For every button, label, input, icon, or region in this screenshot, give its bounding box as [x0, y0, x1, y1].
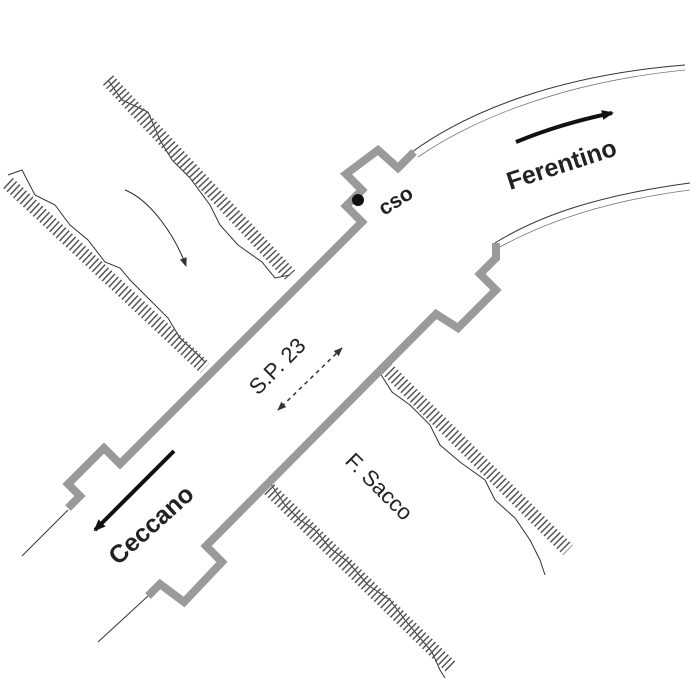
- bank-hatch-2: [3, 177, 210, 374]
- road-edge-south: [494, 182, 691, 244]
- bank-line-1: [107, 79, 291, 279]
- bank-hatch-3: [378, 360, 573, 555]
- flow-arrow-icon: [124, 189, 187, 267]
- road-edge-sw-2: [97, 595, 149, 643]
- label-ferentino: Ferentino: [503, 134, 620, 196]
- label-river: F. Sacco: [340, 448, 417, 525]
- bank-hatch-4: [261, 480, 457, 674]
- road-edge-sw-1: [21, 509, 69, 557]
- arrow-icon-west: [93, 449, 176, 532]
- bridge-north-edge: [62, 144, 417, 511]
- double-arrow-icon: [277, 347, 343, 411]
- arrow-icon-east: [515, 110, 614, 144]
- label-ceccano: Ceccano: [103, 480, 199, 571]
- river-bank-lower-right: [261, 360, 573, 679]
- bridge-south-edge: [145, 243, 502, 608]
- bank-line-2: [7, 169, 206, 363]
- label-point: cso: [374, 182, 417, 221]
- river-bank-upper-left: [3, 75, 296, 374]
- dot-icon: [352, 194, 364, 206]
- bridge-structure: [62, 144, 502, 608]
- road-edge-south-2: [497, 189, 691, 249]
- bank-line-3: [377, 369, 546, 576]
- road-edge-north-2: [417, 69, 686, 158]
- road-edge-north: [411, 64, 686, 153]
- label-road: S.P. 23: [244, 333, 311, 400]
- bank-hatch-1: [102, 75, 296, 280]
- road-edges: [21, 64, 691, 643]
